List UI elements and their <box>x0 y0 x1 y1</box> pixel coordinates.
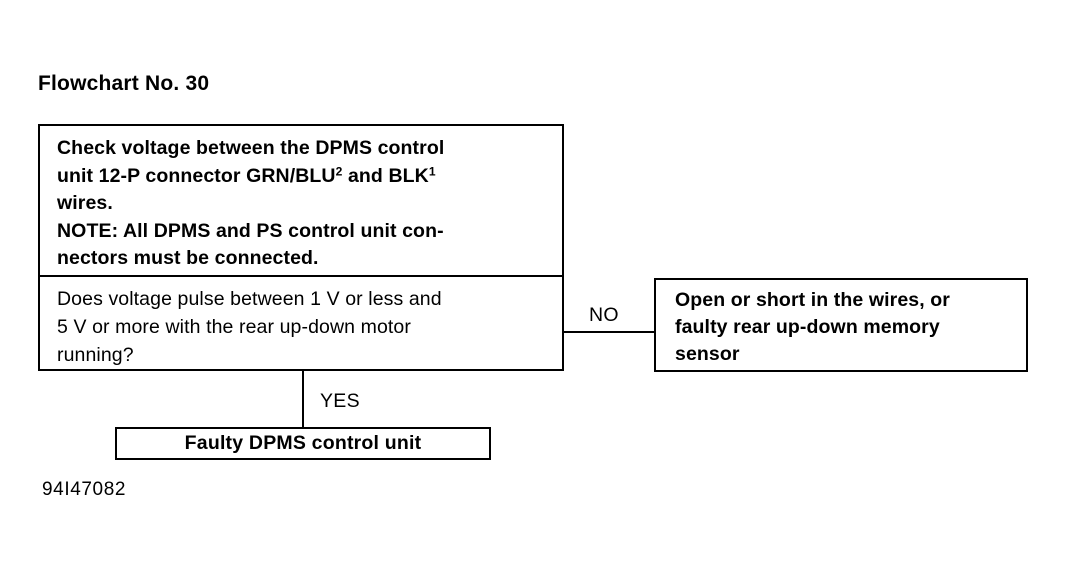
instruction-text: Check voltage between the DPMS control un… <box>57 135 550 273</box>
branch-label-yes: YES <box>320 390 360 412</box>
blk-superscript: 1 <box>428 164 436 179</box>
page-title: Flowchart No. 30 <box>38 72 210 95</box>
instruction-line-2-mid: and BLK <box>342 164 429 187</box>
instruction-line-4: NOTE: All DPMS and PS control unit con- <box>57 219 444 242</box>
decision-box: Check voltage between the DPMS control un… <box>38 124 564 371</box>
connector-yes-branch <box>302 371 304 429</box>
outcome-text-yes: Faulty DPMS control unit <box>184 431 422 454</box>
outcome-box-no: Open or short in the wires, or faulty re… <box>654 278 1028 372</box>
instruction-line-5: nectors must be connected. <box>57 247 319 269</box>
reference-number: 94I47082 <box>42 479 127 500</box>
question-text: Does voltage pulse between 1 V or less a… <box>57 288 442 366</box>
decision-box-instruction-section: Check voltage between the DPMS control un… <box>40 126 562 277</box>
instruction-line-3: wires. <box>57 192 113 214</box>
grn-blu-superscript: 2 <box>335 164 343 179</box>
decision-box-question-section: Does voltage pulse between 1 V or less a… <box>40 277 562 369</box>
outcome-box-yes: Faulty DPMS control unit <box>115 427 491 460</box>
branch-label-no: NO <box>589 304 619 326</box>
outcome-text-no: Open or short in the wires, or faulty re… <box>675 289 950 365</box>
connector-no-branch <box>564 331 656 333</box>
instruction-line-2-pre: unit 12-P connector GRN/BLU <box>57 164 336 187</box>
instruction-line-1: Check voltage between the DPMS control <box>57 137 445 159</box>
